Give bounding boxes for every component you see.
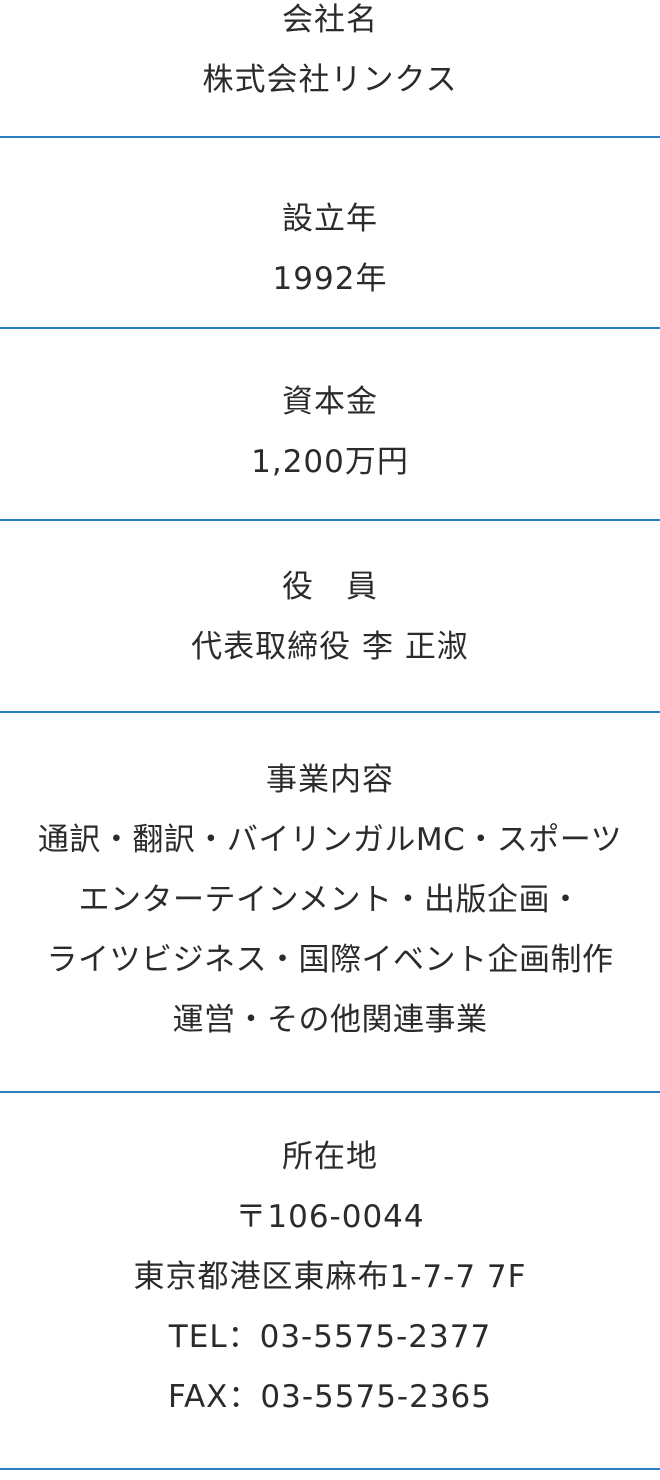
profile-row-business: 事業内容 通訳・翻訳・バイリンガルMC・スポーツ エンターテインメント・出版企画… — [0, 713, 660, 1093]
row-value: 1992年 — [272, 261, 388, 297]
row-value-line: エンターテインメント・出版企画・ — [78, 882, 582, 918]
profile-row-address: 所在地 〒106-0044 東京都港区東麻布1-7-7 7F TEL：03-55… — [0, 1093, 660, 1470]
row-value: 株式会社リンクス — [202, 62, 458, 98]
profile-row-company-name: 会社名 株式会社リンクス — [0, 0, 660, 138]
row-label: 資本金 — [282, 384, 378, 420]
row-value-line: ライツビジネス・国際イベント企画制作 — [46, 942, 614, 978]
row-value: 代表取締役 李 正淑 — [191, 629, 469, 665]
profile-row-capital: 資本金 1,200万円 — [0, 329, 660, 521]
profile-row-officers: 役 員 代表取締役 李 正淑 — [0, 521, 660, 713]
row-label: 事業内容 — [266, 762, 394, 798]
profile-row-founded: 設立年 1992年 — [0, 138, 660, 329]
row-label: 設立年 — [282, 201, 378, 237]
row-value: 1,200万円 — [251, 444, 409, 480]
row-value-line: 通訳・翻訳・バイリンガルMC・スポーツ — [37, 822, 623, 858]
row-label: 会社名 — [282, 2, 378, 38]
phone-number: TEL：03-5575-2377 — [168, 1319, 492, 1355]
row-value-line: 運営・その他関連事業 — [172, 1002, 488, 1038]
postal-code: 〒106-0044 — [235, 1199, 425, 1235]
row-label: 役 員 — [282, 569, 378, 605]
street-address: 東京都港区東麻布1-7-7 7F — [133, 1259, 527, 1295]
row-label: 所在地 — [282, 1139, 378, 1175]
fax-number: FAX：03-5575-2365 — [167, 1379, 493, 1415]
